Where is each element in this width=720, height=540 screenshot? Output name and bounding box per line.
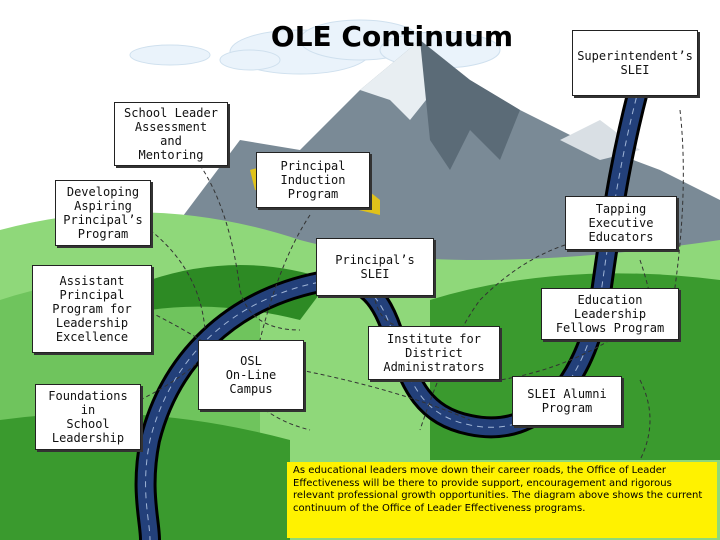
box-superintendents-slei: Superintendent’s SLEI xyxy=(572,30,698,96)
box-assistant-principal-program: Assistant Principal Program for Leadersh… xyxy=(32,265,152,353)
box-principal-induction: Principal Induction Program xyxy=(256,152,370,208)
box-school-leader-assessment: School Leader Assessment and Mentoring xyxy=(114,102,228,166)
diagram-title: OLE Continuum xyxy=(270,20,514,53)
box-developing-aspiring-principals: Developing Aspiring Principal’s Program xyxy=(55,180,151,246)
box-tapping-executive-educators: Tapping Executive Educators xyxy=(565,196,677,250)
box-principals-slei: Principal’s SLEI xyxy=(316,238,434,296)
box-foundations-school-leadership: Foundations in School Leadership xyxy=(35,384,141,450)
box-osl-online-campus: OSL On-Line Campus xyxy=(198,340,304,410)
box-education-leadership-fellows: Education Leadership Fellows Program xyxy=(541,288,679,340)
box-slei-alumni-program: SLEI Alumni Program xyxy=(512,376,622,426)
box-institute-district-administrators: Institute for District Administrators xyxy=(368,326,500,380)
caption-text: As educational leaders move down their c… xyxy=(287,462,717,538)
